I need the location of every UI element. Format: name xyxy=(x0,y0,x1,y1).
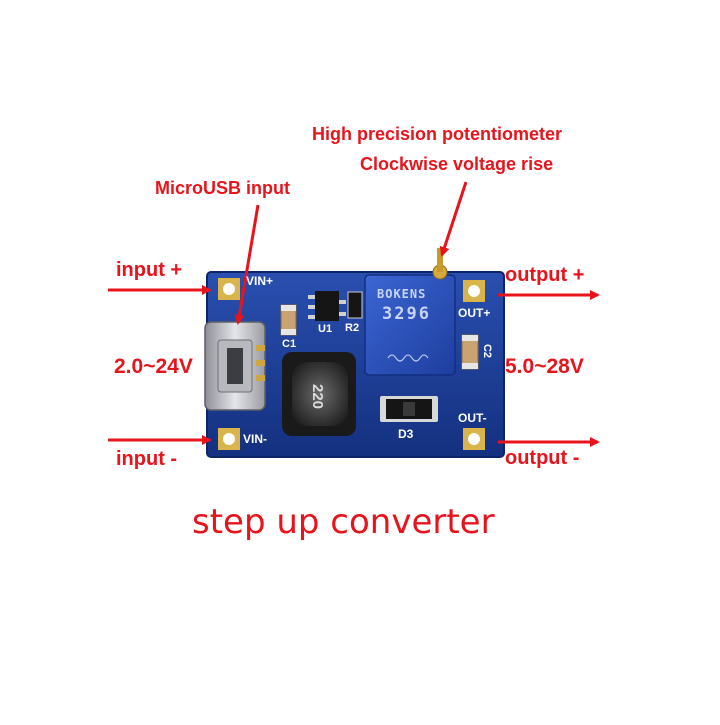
vin-plus-label: VIN+ xyxy=(246,274,274,288)
ic-u1 xyxy=(308,291,346,321)
inductor xyxy=(282,352,356,436)
u1-label: U1 xyxy=(318,323,333,335)
out-plus-label: OUT+ xyxy=(458,306,491,320)
r2-label: R2 xyxy=(345,322,360,334)
output-voltage-range: 5.0~28V xyxy=(505,355,584,378)
potentiometer-brand: BOKENS xyxy=(377,287,427,301)
inductor-marking: 220 xyxy=(309,383,327,410)
microusb-annotation: MicroUSB input xyxy=(155,178,290,198)
resistor-r2 xyxy=(347,291,363,319)
input-plus-label: input + xyxy=(116,259,183,281)
output-plus-label: output + xyxy=(505,264,585,286)
mounting-hole-bottom-left xyxy=(218,428,240,450)
mounting-hole-top-right xyxy=(463,280,485,302)
input-voltage-range: 2.0~24V xyxy=(114,355,193,378)
potentiometer-annotation-line1: High precision potentiometer xyxy=(312,124,563,144)
caption: step up converter xyxy=(192,502,495,542)
potentiometer xyxy=(364,248,456,376)
diode-d3 xyxy=(380,396,438,422)
c2-label: C2 xyxy=(481,343,494,359)
out-minus-label: OUT- xyxy=(458,411,487,425)
mounting-hole-bottom-right xyxy=(463,428,485,450)
arrow-microusb xyxy=(234,204,260,325)
vin-minus-label: VIN- xyxy=(243,432,267,446)
potentiometer-model: 3296 xyxy=(382,304,431,324)
d3-label: D3 xyxy=(398,427,414,441)
output-minus-label: output - xyxy=(505,447,580,469)
c1-label: C1 xyxy=(282,338,297,350)
mounting-hole-top-left xyxy=(218,278,240,300)
input-minus-label: input - xyxy=(116,448,178,470)
potentiometer-annotation-line2: Clockwise voltage rise xyxy=(360,154,554,174)
microusb-connector xyxy=(204,321,266,411)
arrow-potentiometer xyxy=(439,181,468,257)
